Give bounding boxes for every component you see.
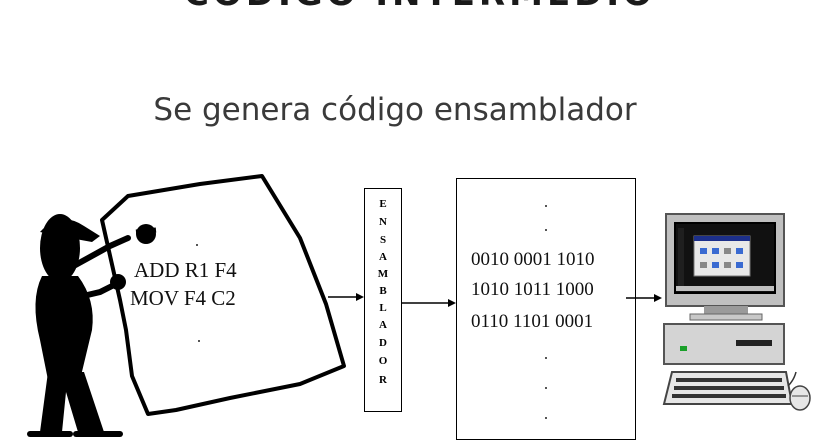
- sign-board: [100, 174, 346, 416]
- assembler-letter: N: [379, 216, 387, 228]
- binary-dot: [545, 417, 547, 419]
- binary-line: 0110 1101 0001: [471, 311, 594, 332]
- binary-dot: [545, 357, 547, 359]
- sign-dot: [196, 244, 198, 246]
- binary-line: 1010 1011 1000: [471, 279, 594, 300]
- sign-dot: [198, 340, 200, 342]
- assembler-letter: A: [379, 251, 387, 263]
- person-upper-arm: [67, 235, 131, 271]
- assembler-letter: E: [379, 198, 387, 210]
- source-code-line: MOV F4 C2: [130, 286, 236, 310]
- binary-dot: [545, 387, 547, 389]
- slide-title: CÓDIGO INTERMEDIO: [0, 0, 840, 14]
- binary-output-box: 0010 0001 1010 1010 1011 1000 0110 1101 …: [456, 178, 636, 440]
- slide-subtitle: Se genera código ensamblador: [153, 92, 637, 128]
- person-legs: [40, 372, 104, 432]
- assembler-letter: B: [379, 285, 387, 297]
- assembler-letter: L: [379, 302, 387, 314]
- assembler-letter: R: [379, 374, 387, 386]
- assembler-letter: A: [379, 319, 387, 331]
- person-torso: [35, 276, 93, 380]
- assembler-letter: M: [377, 268, 389, 280]
- assembler-box: E N S A M B L A D O R: [364, 188, 402, 412]
- source-code-line: ADD R1 F4: [134, 258, 237, 282]
- binary-dot: [545, 205, 547, 207]
- computer-icon: [662, 213, 811, 411]
- assembler-letter: O: [378, 355, 388, 367]
- assembler-letter: S: [379, 234, 387, 246]
- assembler-letter: D: [379, 337, 387, 349]
- person-lower-hand: [110, 274, 126, 290]
- person-cap: [40, 219, 100, 242]
- binary-dot: [545, 229, 547, 231]
- binary-line: 0010 0001 1010: [471, 249, 595, 270]
